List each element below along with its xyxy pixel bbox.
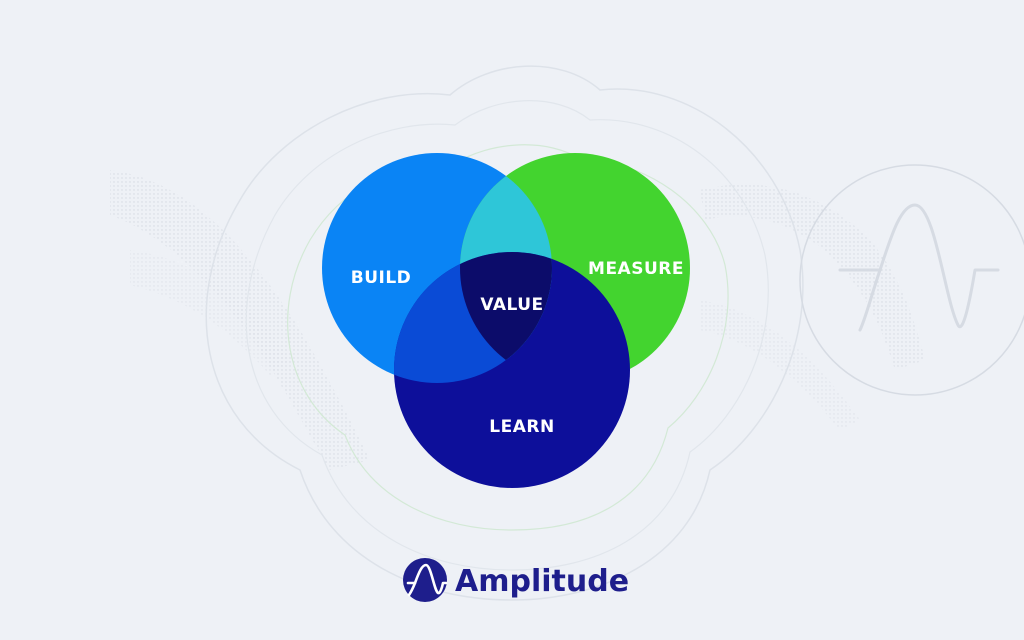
- brand-logo: Amplitude: [403, 558, 629, 602]
- amplitude-watermark-icon: [799, 164, 1024, 396]
- venn-label-build: BUILD: [351, 268, 412, 288]
- venn-label-measure: MEASURE: [588, 259, 684, 279]
- background-wave-left: [110, 170, 370, 470]
- background-outline-rings: [205, 65, 804, 601]
- venn-label-value: VALUE: [480, 295, 543, 315]
- background-wave-right: [700, 184, 925, 430]
- amplitude-logo-icon: [403, 558, 448, 602]
- venn-label-learn: LEARN: [489, 417, 554, 437]
- brand-name: Amplitude: [455, 564, 629, 599]
